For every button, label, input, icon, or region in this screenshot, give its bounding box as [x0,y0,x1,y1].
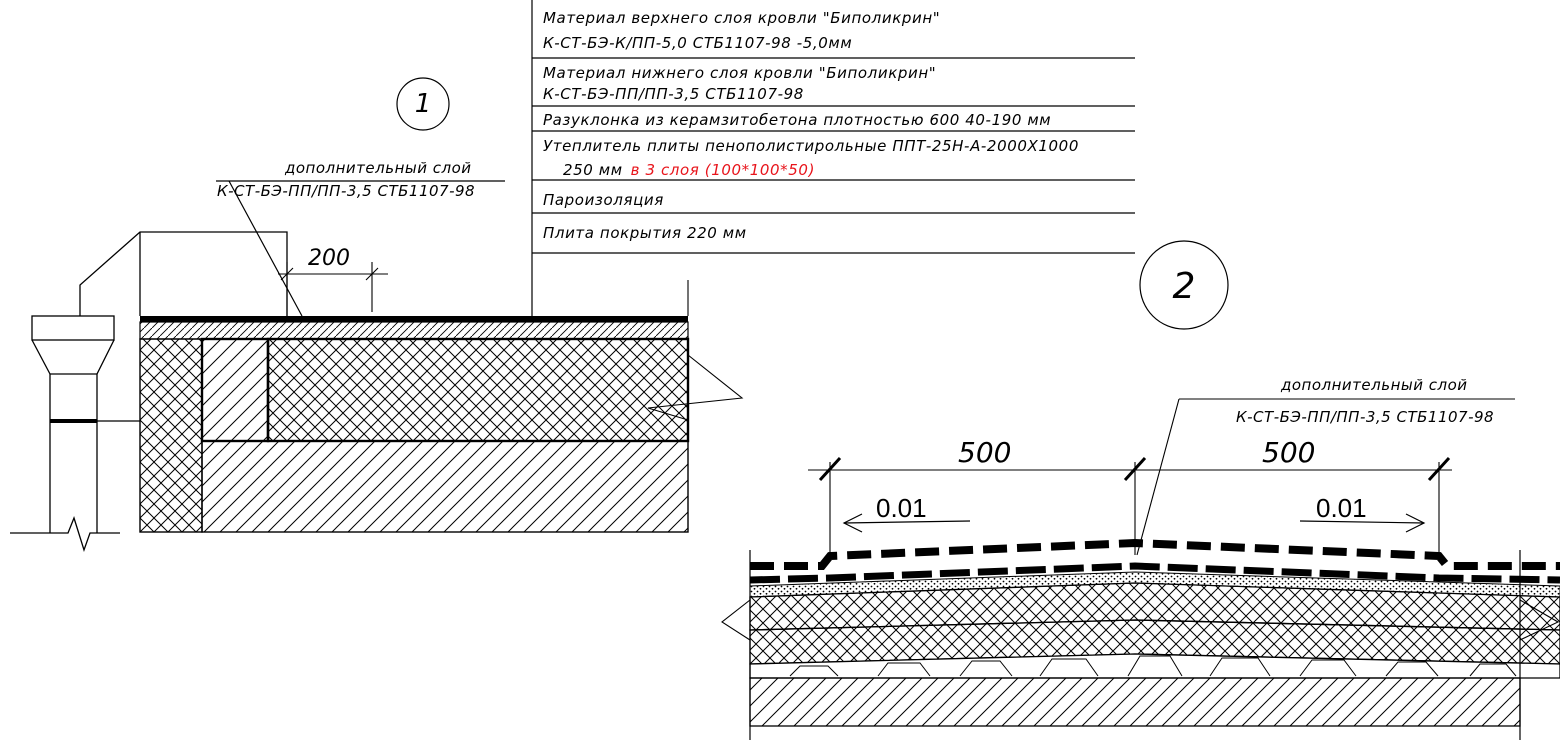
detail-2: 2 дополнительный слой К-СТ-БЭ-ПП/ПП-3,5 … [721,240,1560,740]
edge-insulation [139,338,203,533]
spec-row-3-line1: Разуклонка из керамзитобетона плотностью… [543,111,1051,129]
roof-membrane [140,316,688,322]
detail-1: 1 дополнительный слой К-СТ-БЭ-ПП/ПП-3,5 … [10,77,744,553]
roof-layers [721,538,1560,740]
dimension-200-label: 200 [308,246,350,271]
spec-row-5-line1: Пароизоляция [543,191,664,209]
spec-row-6-line1: Плита покрытия 220 мм [543,224,747,242]
detail1-note-leader [216,180,505,317]
callout-label-1: 1 [415,89,432,119]
screed-block [200,337,270,443]
spec-row-1-line2: К-СТ-БЭ-К/ПП-5,0 СТБ1107-98 -5,0мм [543,34,852,52]
dimension-500-right: 500 [1262,436,1315,469]
detail2-note-line2: К-СТ-БЭ-ПП/ПП-3,5 СТБ1107-98 [1236,408,1494,426]
slope-arrows [842,513,1426,533]
spec-row-4-red-note: в 3 слоя (100*100*50) [631,161,815,179]
slope-left-label: 0.01 [876,493,927,523]
detail1-note-line2: К-СТ-БЭ-ПП/ПП-3,5 СТБ1107-98 [217,182,475,200]
dimension-200 [278,262,388,316]
layer-spec-table [531,0,1135,318]
detail2-note-line1: дополнительный слой [1280,376,1468,394]
spec-row-4-line2: 250 мм в 3 слоя (100*100*50) [563,161,815,179]
main-insulation [266,337,690,443]
spec-row-4-line1: Утеплитель плиты пенополистирольные ППТ-… [543,137,1079,155]
membrane-hatch-layer [139,321,689,340]
callout-circle-2 [1139,240,1229,330]
spec-text: Материал верхнего слоя кровли "Биполикри… [543,9,1079,242]
slope-right-label: 0.01 [1316,493,1367,523]
detail1-note-line1: дополнительный слой [284,159,472,177]
drainpipe [10,315,140,553]
spec-row-2-line2: К-СТ-БЭ-ПП/ПП-3,5 СТБ1107-98 [543,85,804,103]
roof-slab [201,440,689,533]
dimension-500 [808,456,1452,555]
parapet-flashing [79,231,288,316]
break-line-right [647,280,744,421]
spec-row-4-prefix: 250 мм [563,161,623,179]
spec-row-2-line1: Материал нижнего слоя кровли "Биполикрин… [543,64,936,82]
dimension-500-left: 500 [958,436,1011,469]
spec-row-1-line1: Материал верхнего слоя кровли "Биполикри… [543,9,940,27]
detail2-note-leader [1136,398,1515,556]
callout-label-2: 2 [1173,266,1196,307]
callout-circle-1 [396,77,450,131]
